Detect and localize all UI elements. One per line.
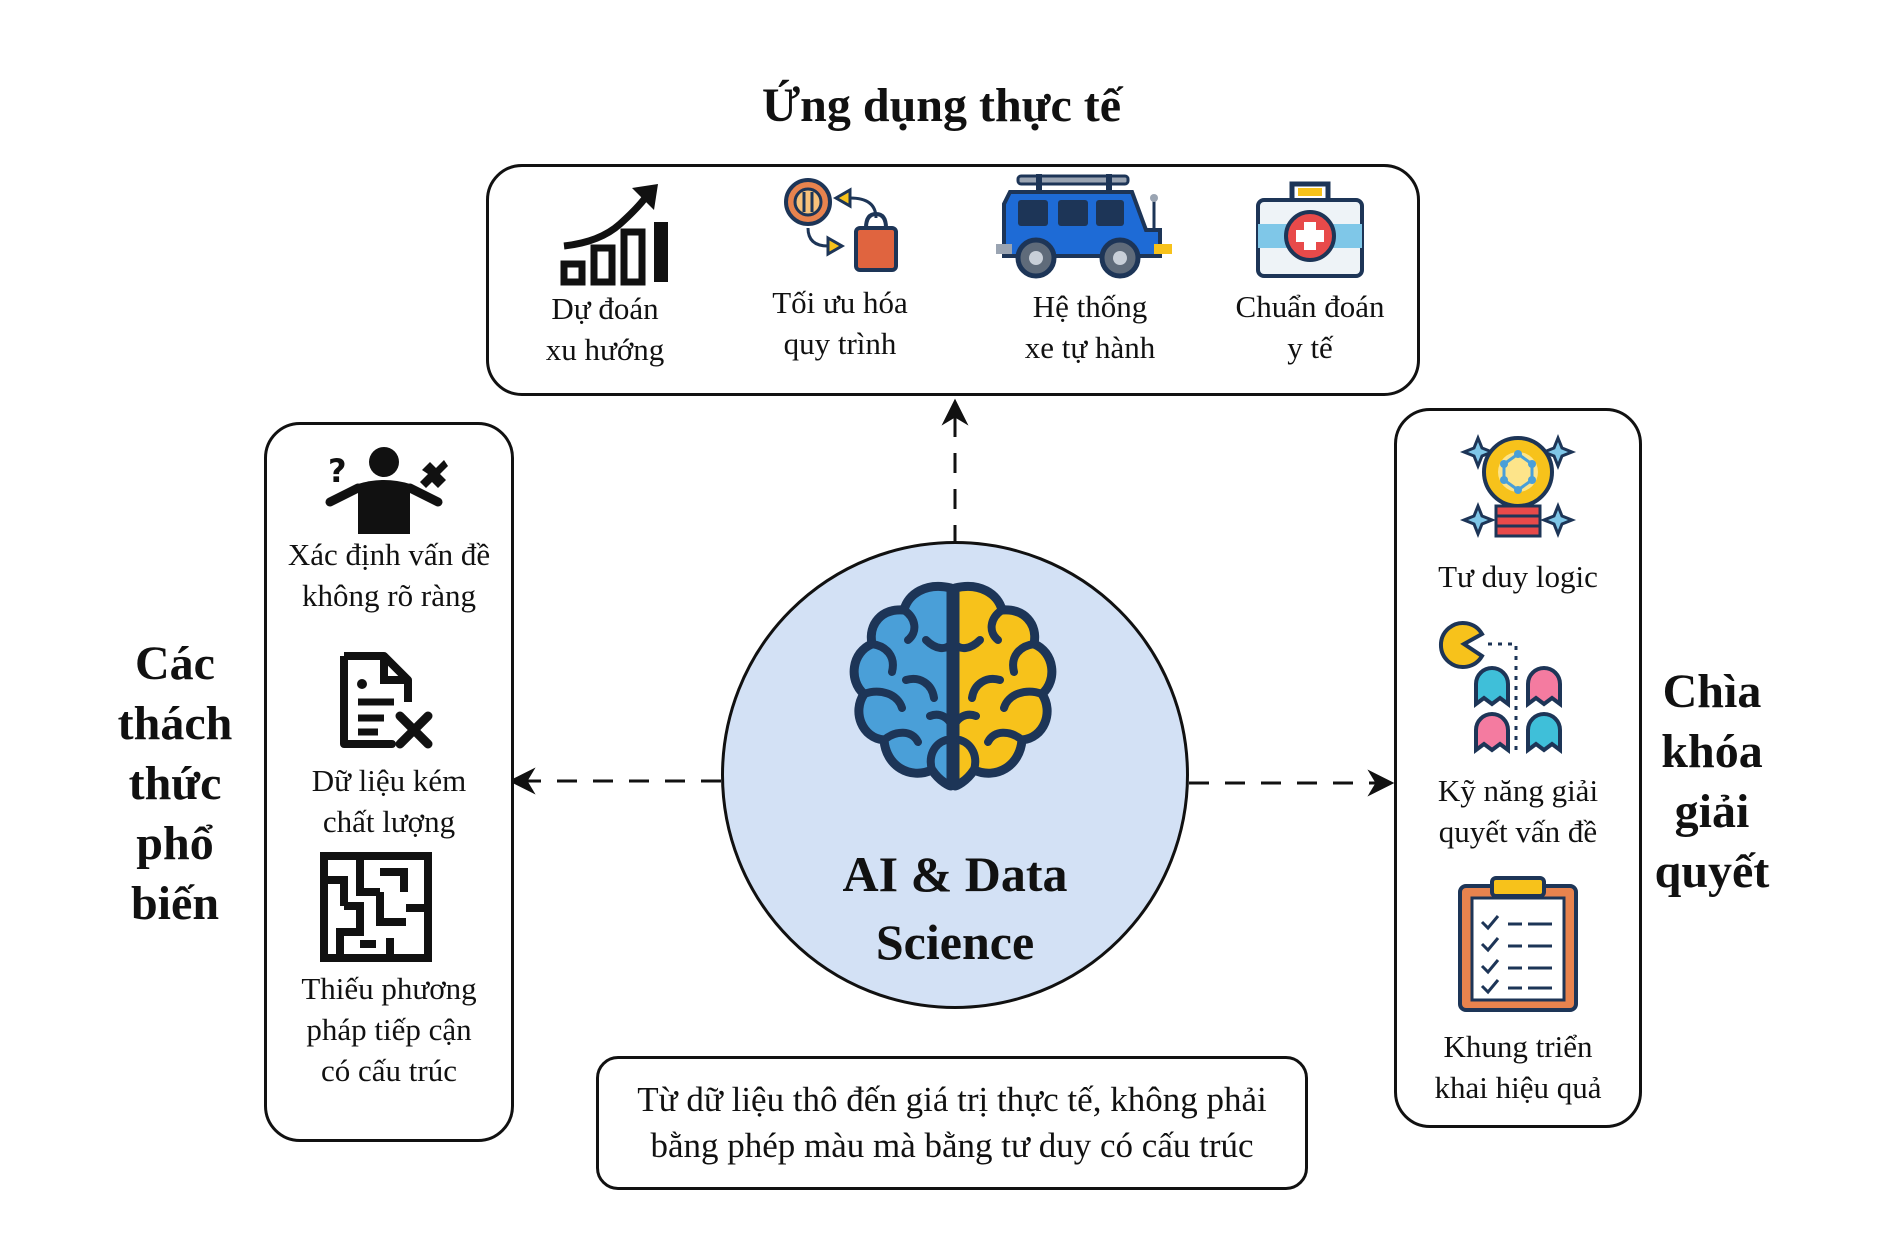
process-optimization-icon <box>784 178 898 272</box>
svg-text:?: ? <box>328 452 347 490</box>
pacman-strategy-icon <box>1438 621 1562 754</box>
left-section-title: Các thách thức phổ biến <box>117 637 233 930</box>
top-item-label-4: Chuẩn đoán y tế <box>1235 289 1385 365</box>
bad-data-file-icon <box>340 652 433 749</box>
center-title: AI & Data Science <box>842 846 1068 970</box>
quote-box: Từ dữ liệu thô đến giá trị thực tế, khôn… <box>596 1056 1308 1190</box>
left-item-label-3: Thiếu phương pháp tiếp cận có cấu trúc <box>301 971 477 1088</box>
left-challenges-box <box>264 422 514 1142</box>
right-item-label-2: Kỹ năng giải quyết vấn đề <box>1437 773 1599 849</box>
top-item-label-1: Dự đoán xu hướng <box>545 291 665 367</box>
medical-kit-icon <box>1256 181 1364 278</box>
right-section-title: Chìa khóa giải quyết <box>1654 665 1770 898</box>
top-item-label-3: Hệ thống xe tự hành <box>1024 289 1156 365</box>
right-item-label-1: Tư duy logic <box>1438 559 1598 594</box>
autonomous-car-icon <box>996 174 1172 279</box>
trend-chart-icon <box>560 184 668 286</box>
right-item-label-3: Khung triển khai hiệu quả <box>1434 1029 1602 1105</box>
maze-icon <box>320 852 432 962</box>
checklist-clipboard-icon <box>1458 876 1578 1012</box>
quote-line-1: Từ dữ liệu thô đến giá trị thực tế, khôn… <box>637 1080 1267 1119</box>
top-item-label-2: Tối ưu hóa quy trình <box>772 285 908 361</box>
top-section-title: Ứng dụng thực tế <box>761 79 1122 132</box>
lightbulb-icon <box>1459 433 1577 539</box>
quote-line-2: bằng phép màu mà bằng tư duy có cấu trúc <box>650 1126 1254 1165</box>
left-item-label-1: Xác định vấn đề không rõ ràng <box>287 537 491 613</box>
brain-icon <box>849 582 1057 791</box>
left-item-label-2: Dữ liệu kém chất lượng <box>311 763 467 839</box>
confused-person-icon: ? <box>325 447 448 534</box>
